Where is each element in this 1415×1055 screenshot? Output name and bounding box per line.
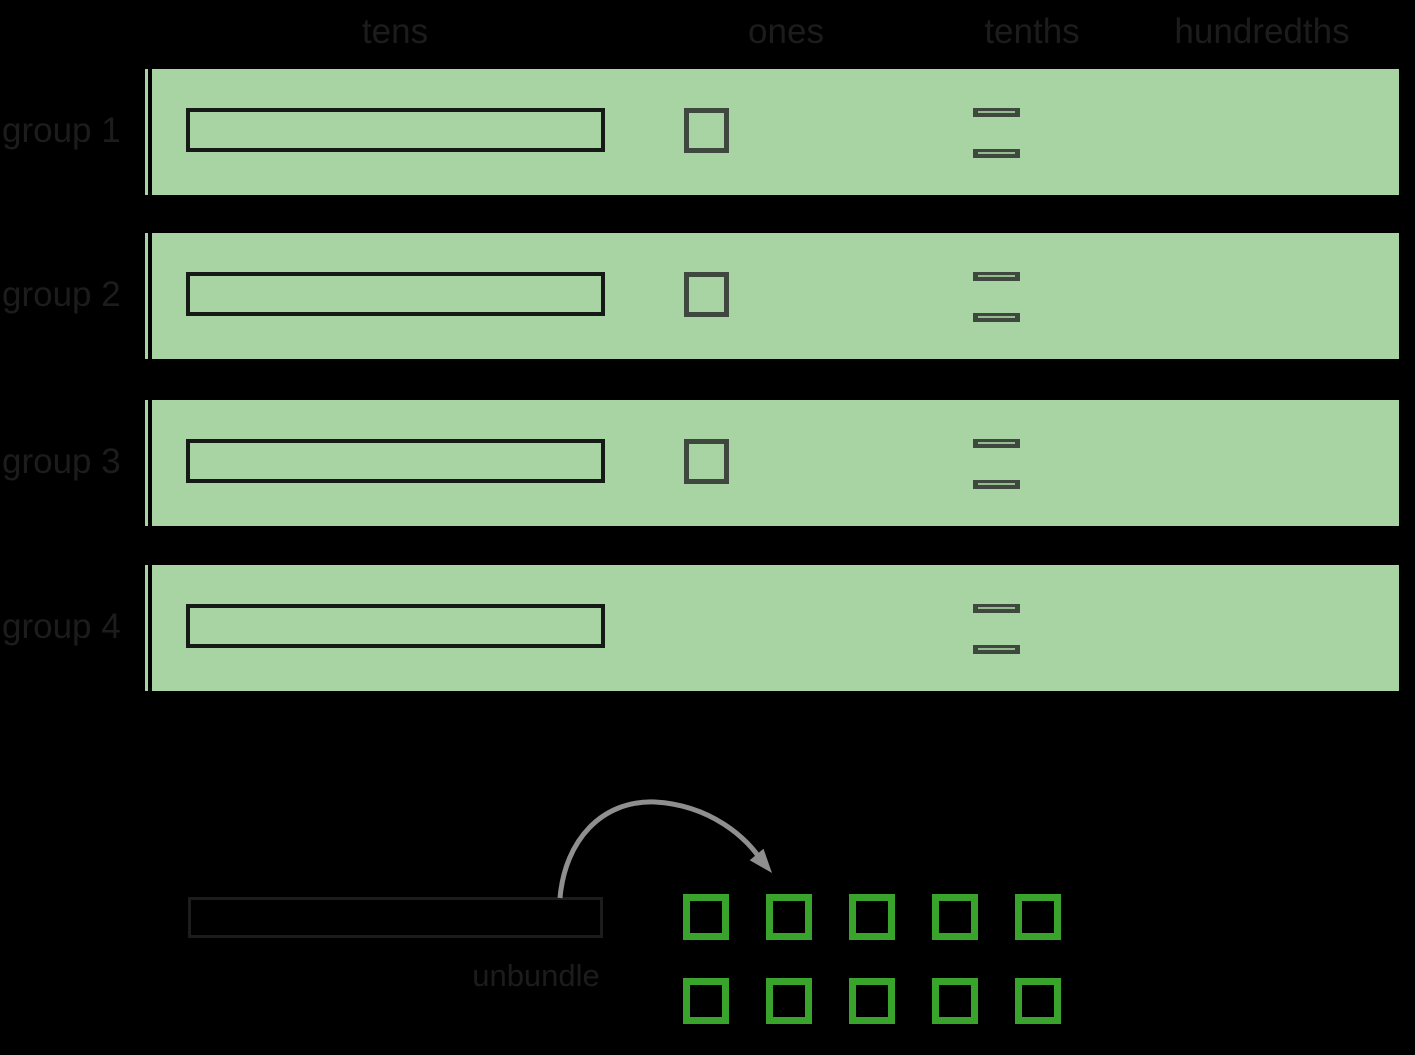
unbundled-one-square [932,894,978,940]
band-edge-line [145,400,148,526]
tenth-bar [973,272,1020,281]
band-edge-line [145,233,148,359]
ten-rod [186,108,605,152]
group-label: group 2 [2,275,121,315]
tenth-bar [973,439,1020,448]
unbundled-one-square [683,978,729,1024]
unbundled-one-square [932,978,978,1024]
ten-rod [186,439,605,483]
tenth-bar-slit [978,607,1015,609]
tenth-bar-slit [978,275,1015,277]
unbundled-one-square [766,978,812,1024]
tenth-bar [973,313,1020,322]
unbundle-arrow-icon [557,799,772,899]
group-row: group 1 [0,69,1415,195]
column-header-tens: tens [361,12,429,51]
one-square [684,439,729,484]
group-label: group 3 [2,442,121,482]
tenth-bar [973,108,1020,117]
unbundled-one-square [849,894,895,940]
group-row: group 4 [0,565,1415,691]
ten-rod [186,604,605,648]
group-band [152,565,1399,691]
tenth-bar-slit [978,648,1015,650]
group-band [152,69,1399,195]
group-label: group 1 [2,111,121,151]
tenth-bar-slit [978,442,1015,444]
group-label: group 4 [2,607,121,647]
tenth-bar-slit [978,316,1015,318]
unbundle-ten-rod [188,897,603,938]
one-square [684,272,729,317]
unbundled-one-square [1015,894,1061,940]
column-header-hundredths: hundredths [1174,12,1350,51]
group-row: group 3 [0,400,1415,526]
unbundled-ones-grid [683,894,1061,1024]
tenth-bar [973,604,1020,613]
unbundled-one-square [849,978,895,1024]
column-header-ones: ones [748,12,824,51]
tenth-bar-slit [978,152,1015,154]
ten-rod [186,272,605,316]
unbundled-one-square [766,894,812,940]
unbundle-label: unbundle [472,958,600,993]
group-band [152,400,1399,526]
group-band [152,233,1399,359]
column-header-tenths: tenths [984,12,1080,51]
tenth-bar [973,480,1020,489]
band-edge-line [145,565,148,691]
tenth-bar-slit [978,111,1015,113]
band-edge-line [145,69,148,195]
one-square [684,108,729,153]
group-row: group 2 [0,233,1415,359]
tenth-bar [973,149,1020,158]
unbundled-one-square [683,894,729,940]
tenth-bar [973,645,1020,654]
unbundled-one-square [1015,978,1061,1024]
tenth-bar-slit [978,483,1015,485]
